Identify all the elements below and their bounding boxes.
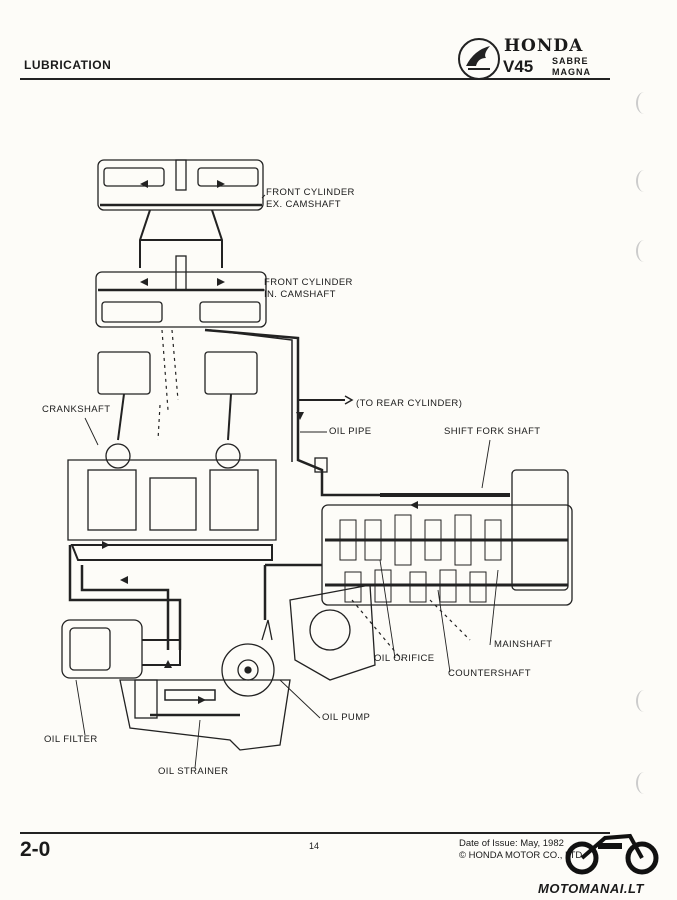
oil-pan xyxy=(119,679,291,751)
left-piston xyxy=(97,351,151,395)
label-front-ex-1: FRONT CYLINDER xyxy=(266,187,355,198)
copyright: © HONDA MOTOR CO., LTD. xyxy=(459,850,585,861)
label-to-rear-cylinder: (TO REAR CYLINDER) xyxy=(356,398,463,409)
binder-hole xyxy=(636,772,652,794)
binder-hole xyxy=(636,170,652,192)
model-name: V45 xyxy=(503,57,534,76)
label-front-ex-2: EX. CAMSHAFT xyxy=(266,199,342,210)
submodel-magna: MAGNA xyxy=(552,67,591,77)
label-front-in-2: IN. CAMSHAFT xyxy=(264,289,336,300)
binder-hole xyxy=(636,240,652,262)
oil-filter-body xyxy=(61,619,143,679)
header-divider xyxy=(20,78,610,80)
crankcase xyxy=(67,459,277,541)
honda-wing-logo-icon xyxy=(458,38,500,80)
binder-hole xyxy=(636,92,652,114)
label-countershaft: COUNTERSHAFT xyxy=(448,668,531,679)
section-title: LUBRICATION xyxy=(24,58,112,72)
submodel-sabre: SABRE xyxy=(552,56,589,66)
oil-pump-body xyxy=(221,643,275,697)
label-crankshaft: CRANKSHAFT xyxy=(42,404,111,415)
label-oil-strainer: OIL STRAINER xyxy=(158,766,229,777)
label-oil-pump: OIL PUMP xyxy=(322,712,371,723)
brand-name: HONDA xyxy=(504,36,584,56)
page-code: 2-0 xyxy=(20,838,51,861)
motorcycle-watermark-icon xyxy=(565,833,659,875)
right-piston xyxy=(204,351,258,395)
label-oil-orifice: OIL ORIFICE xyxy=(374,653,435,664)
label-shift-fork-shaft: SHIFT FORK SHAFT xyxy=(444,426,541,437)
issue-date: Date of Issue: May, 1982 xyxy=(459,838,564,849)
in-camshaft-housing xyxy=(95,271,267,328)
binder-hole xyxy=(636,690,652,712)
label-oil-pipe: OIL PIPE xyxy=(329,426,372,437)
transmission-case xyxy=(321,504,573,606)
watermark-text: MOTOMANAI.LT xyxy=(538,881,644,896)
label-oil-filter: OIL FILTER xyxy=(44,734,98,745)
label-front-in-1: FRONT CYLINDER xyxy=(264,277,353,288)
page-number: 14 xyxy=(309,841,320,851)
label-mainshaft: MAINSHAFT xyxy=(494,639,553,650)
footer-divider xyxy=(20,832,610,834)
issue-info: Date of Issue: May, 1982 © HONDA MOTOR C… xyxy=(459,838,585,862)
